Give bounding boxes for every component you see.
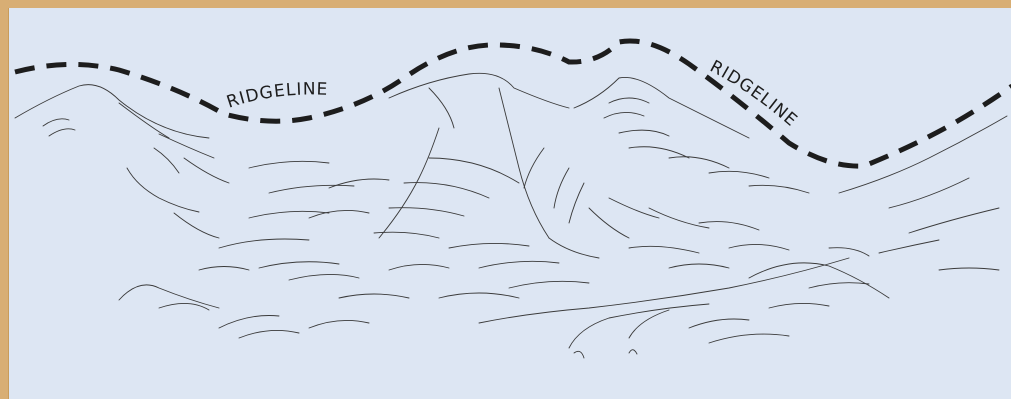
terrain-sketch: RIDGELINE RIDGELINE	[9, 8, 1011, 399]
ridgeline-label-left: RIDGELINE	[224, 79, 328, 112]
terrain-contour-lines	[15, 73, 1007, 358]
ridgeline-label-right: RIDGELINE	[707, 57, 802, 131]
terrain-diagram: RIDGELINE RIDGELINE	[8, 8, 1011, 399]
ridgeline-path	[15, 41, 1011, 166]
